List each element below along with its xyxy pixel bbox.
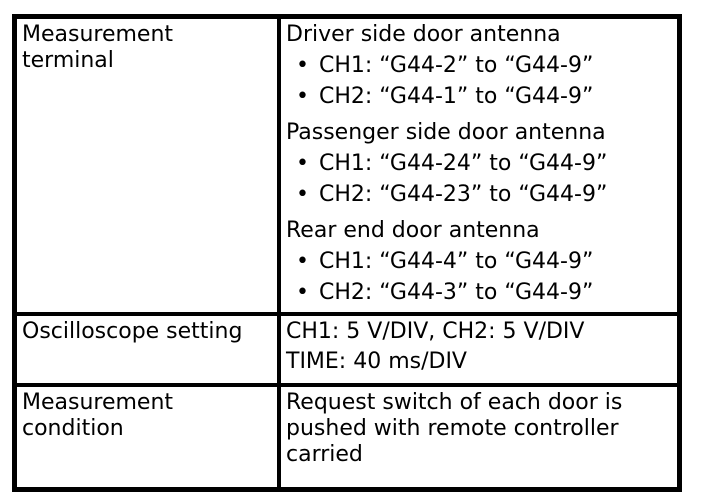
bullet-icon: • xyxy=(296,84,309,109)
row-value-oscilloscope-setting: CH1: 5 V/DIV, CH2: 5 V/DIV TIME: 40 ms/D… xyxy=(281,316,677,383)
bullet-item: • CH1: “G44-24” to “G44-9” xyxy=(286,151,672,177)
row-label-oscilloscope-setting: Oscilloscope setting xyxy=(17,316,281,383)
bullet-icon: • xyxy=(296,249,309,274)
antenna-group-heading-passenger: Passenger side door antenna xyxy=(286,120,606,145)
bullet-icon: • xyxy=(296,53,309,78)
row-label-measurement-terminal: Measurement terminal xyxy=(17,19,281,312)
bullet-icon: • xyxy=(296,182,309,207)
terminal-ch1-rear: CH1: “G44-4” to “G44-9” xyxy=(319,249,594,274)
oscilloscope-channel-setting: CH1: 5 V/DIV, CH2: 5 V/DIV xyxy=(286,319,585,344)
terminal-ch2-driver: CH2: “G44-1” to “G44-9” xyxy=(319,84,594,109)
oscilloscope-time-setting: TIME: 40 ms/DIV xyxy=(286,349,467,374)
bullet-item: • CH2: “G44-3” to “G44-9” xyxy=(286,280,672,306)
table-row-measurement-terminal: Measurement terminal Driver side door an… xyxy=(17,19,677,312)
measurement-condition-text: Request switch of each door is pushed wi… xyxy=(286,390,623,467)
measurement-spec-table: Measurement terminal Driver side door an… xyxy=(12,14,682,492)
bullet-item: • CH1: “G44-4” to “G44-9” xyxy=(286,249,672,275)
row-value-measurement-condition: Request switch of each door is pushed wi… xyxy=(281,387,677,487)
terminal-ch2-passenger: CH2: “G44-23” to “G44-9” xyxy=(319,182,608,207)
bullet-item: • CH2: “G44-23” to “G44-9” xyxy=(286,182,672,208)
bullet-item: • CH1: “G44-2” to “G44-9” xyxy=(286,53,672,79)
bullet-item: • CH2: “G44-1” to “G44-9” xyxy=(286,84,672,110)
bullet-icon: • xyxy=(296,280,309,305)
antenna-group-heading-driver: Driver side door antenna xyxy=(286,22,561,47)
table-row-oscilloscope-setting: Oscilloscope setting CH1: 5 V/DIV, CH2: … xyxy=(17,312,677,383)
terminal-ch1-passenger: CH1: “G44-24” to “G44-9” xyxy=(319,151,608,176)
row-value-measurement-terminal: Driver side door antenna • CH1: “G44-2” … xyxy=(281,19,677,312)
table-row-measurement-condition: Measurement condition Request switch of … xyxy=(17,383,677,487)
antenna-group-heading-rear: Rear end door antenna xyxy=(286,218,540,243)
row-label-measurement-condition: Measurement condition xyxy=(17,387,281,487)
terminal-ch2-rear: CH2: “G44-3” to “G44-9” xyxy=(319,280,594,305)
terminal-ch1-driver: CH1: “G44-2” to “G44-9” xyxy=(319,53,594,78)
bullet-icon: • xyxy=(296,151,309,176)
